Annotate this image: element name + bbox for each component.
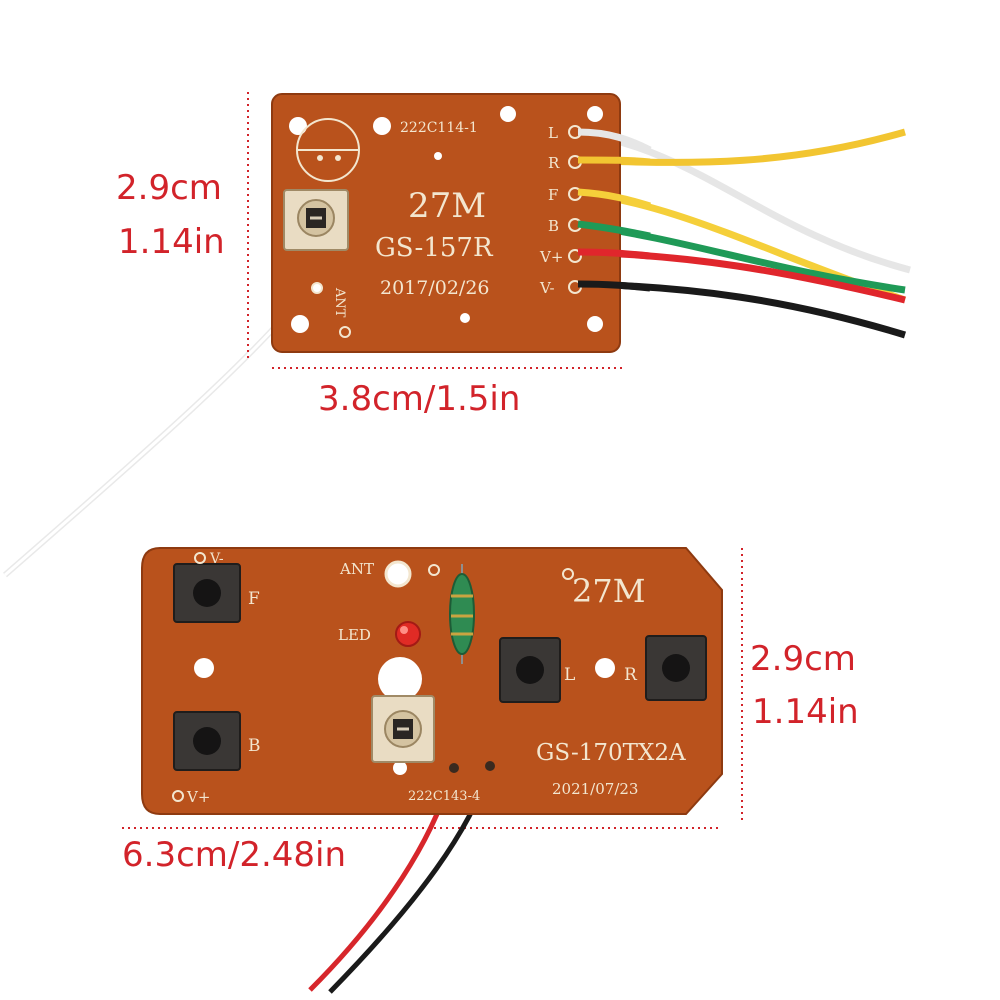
tx-vplus-label: V+ bbox=[186, 788, 210, 806]
tx-frequency: 27M bbox=[572, 572, 645, 610]
pin-l-label: L bbox=[548, 124, 558, 142]
mount-hole bbox=[587, 316, 603, 332]
mount-hole bbox=[500, 106, 516, 122]
receiver-ant-label: ANT bbox=[332, 287, 347, 318]
button-r[interactable] bbox=[645, 635, 707, 701]
trimmer-potentiometer bbox=[371, 695, 435, 763]
wire-l bbox=[574, 128, 911, 274]
tx-ant-label: ANT bbox=[339, 560, 374, 578]
tx-label-b: B bbox=[248, 736, 261, 756]
transmitter-width-label: 6.3cm/2.48in bbox=[122, 835, 347, 875]
receiver-board: 222C114-1 27M GS-157R 2017/02/26 ANT L R… bbox=[271, 93, 621, 353]
receiver-height-cm: 2.9cm bbox=[116, 168, 222, 208]
tx-vminus-label: V- bbox=[209, 551, 224, 567]
inductor bbox=[449, 564, 475, 664]
button-l[interactable] bbox=[499, 637, 561, 703]
trimmer-potentiometer bbox=[283, 189, 349, 251]
receiver-width-label: 3.8cm/1.5in bbox=[318, 379, 521, 419]
mount-hole bbox=[587, 106, 603, 122]
pin-f-label: F bbox=[548, 186, 558, 204]
receiver-date: 2017/02/26 bbox=[380, 277, 490, 299]
receiver-pin-labels: L R F B V+ V- bbox=[539, 124, 582, 297]
mount-hole bbox=[291, 315, 309, 333]
tx-label-r: R bbox=[624, 665, 638, 685]
receiver-part-code: 222C114-1 bbox=[400, 120, 478, 136]
transmitter-board: V- F B L R ANT LED 27M GS-170TX2A 2021/0… bbox=[141, 547, 723, 815]
tx-part-code: 222C143-4 bbox=[408, 789, 480, 804]
button-f[interactable] bbox=[173, 563, 241, 623]
mount-hole bbox=[289, 117, 307, 135]
tx-label-l: L bbox=[564, 665, 575, 685]
tx-led-label: LED bbox=[338, 626, 371, 644]
receiver-frequency: 27M bbox=[408, 186, 486, 226]
mount-hole bbox=[373, 117, 391, 135]
transmitter-height-cm: 2.9cm bbox=[750, 639, 856, 679]
pin-r-label: R bbox=[548, 154, 560, 172]
pin-vminus-label: V- bbox=[539, 279, 555, 297]
pin-b-label: B bbox=[548, 217, 559, 235]
receiver-model: GS-157R bbox=[375, 233, 494, 263]
pin-vplus-label: V+ bbox=[539, 248, 563, 266]
tx-label-f: F bbox=[248, 589, 260, 609]
button-b[interactable] bbox=[173, 711, 241, 771]
tx-model: GS-170TX2A bbox=[536, 740, 686, 766]
tx-date: 2021/07/23 bbox=[552, 780, 638, 798]
led-indicator bbox=[395, 621, 421, 647]
transmitter-height-in: 1.14in bbox=[752, 692, 859, 732]
receiver-height-in: 1.14in bbox=[118, 222, 225, 262]
